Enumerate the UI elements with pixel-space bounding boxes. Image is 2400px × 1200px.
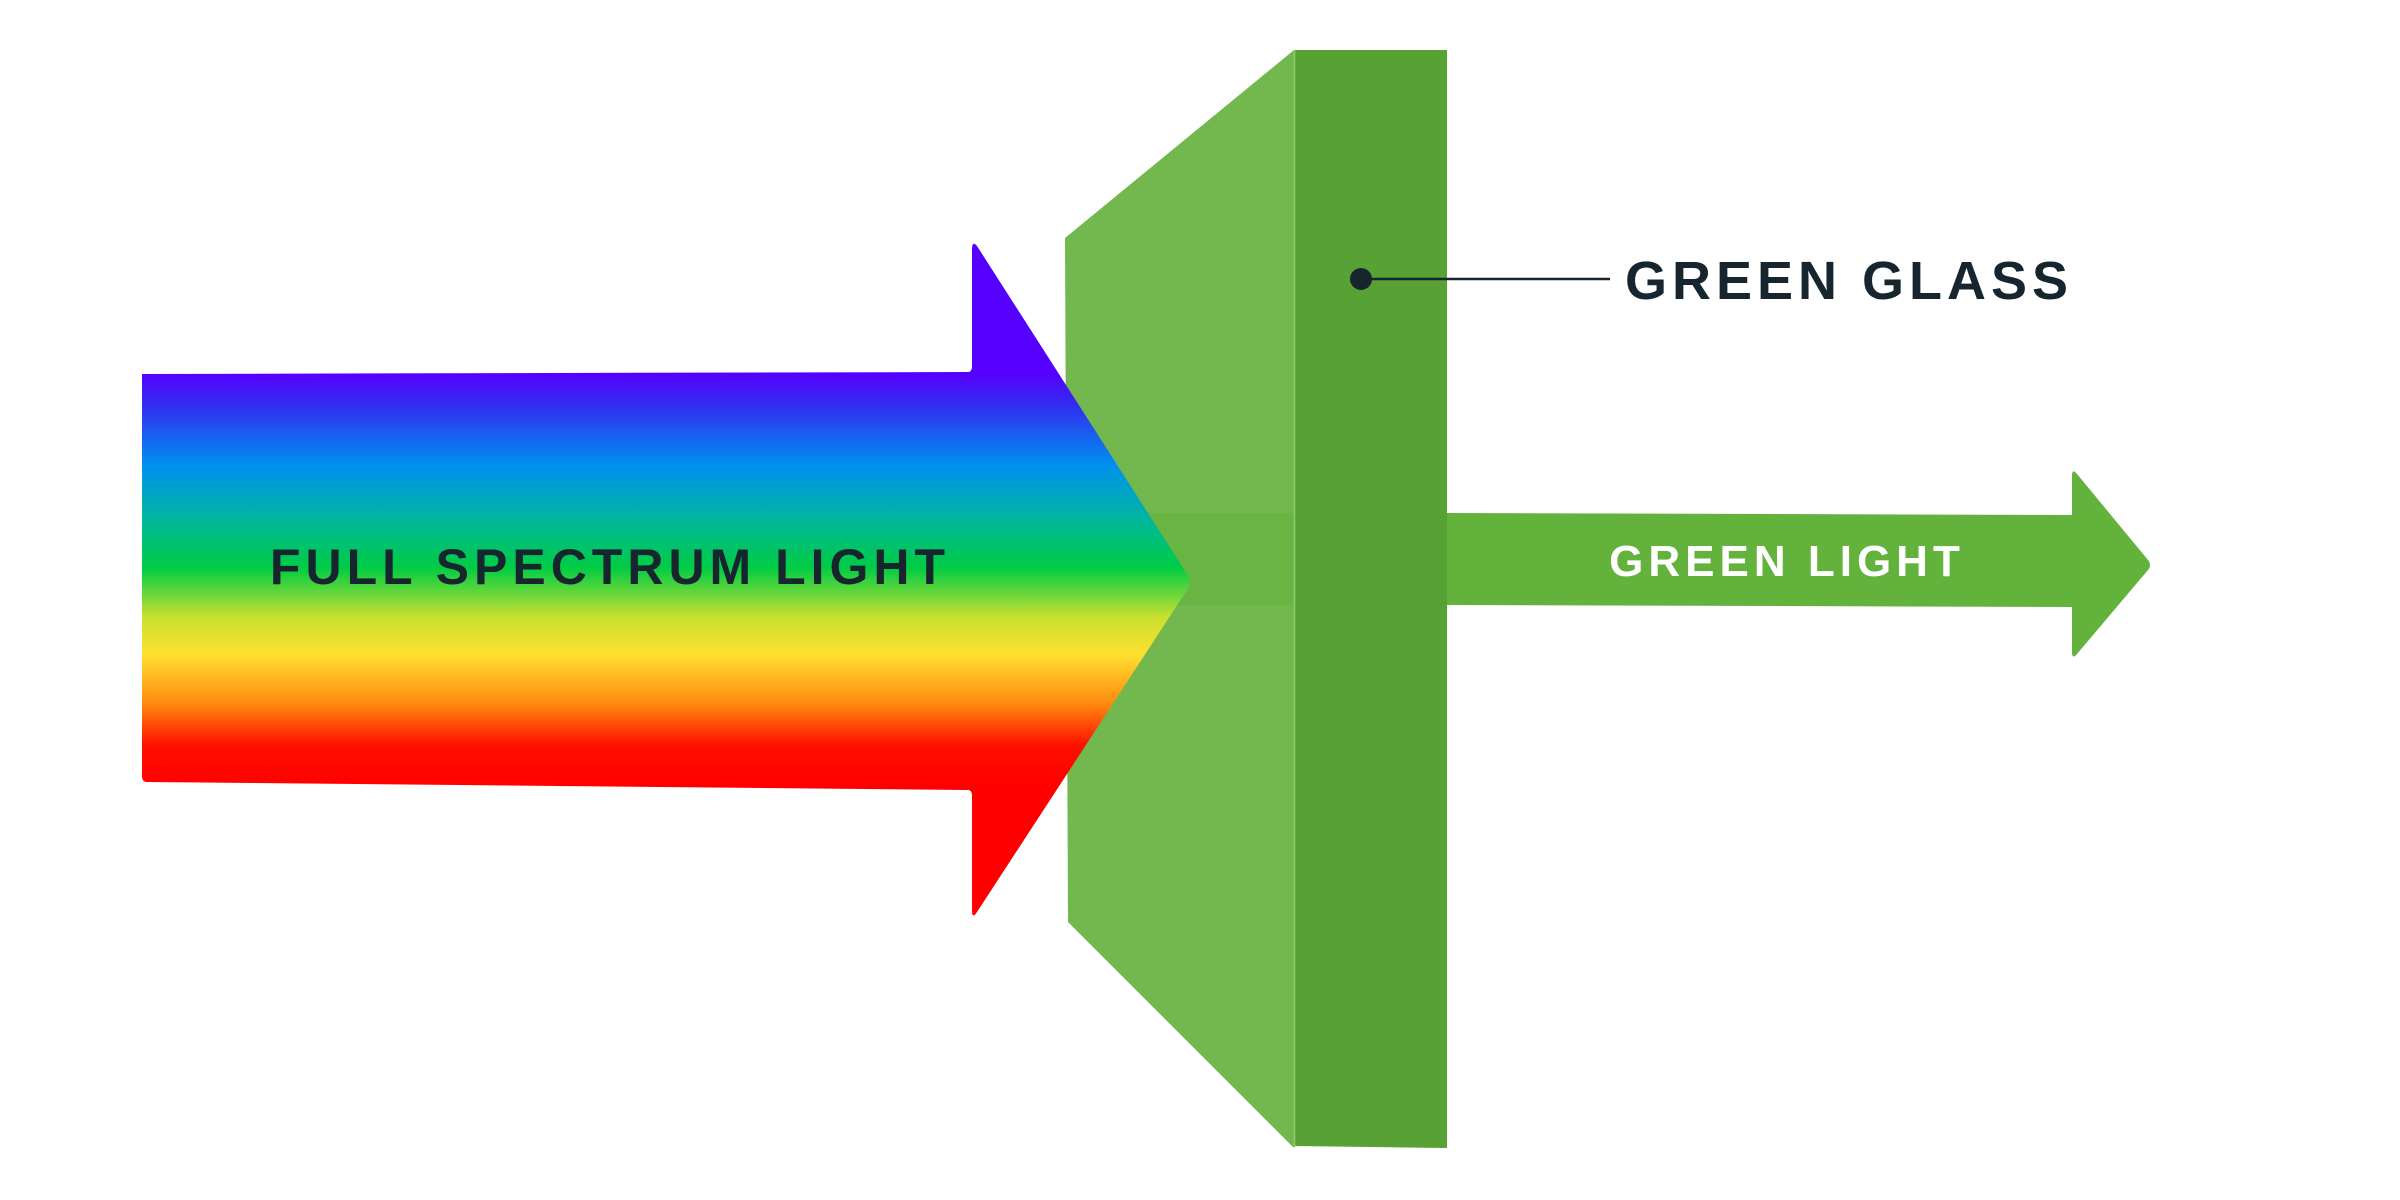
full-spectrum-label: FULL SPECTRUM LIGHT (270, 539, 950, 595)
green-light-label: GREEN LIGHT (1609, 537, 1965, 586)
full-spectrum-arrow (142, 243, 1190, 916)
green-light-arrow (1447, 471, 2150, 657)
green-glass-label: GREEN GLASS (1625, 251, 2073, 311)
callout-dot (1350, 268, 1372, 290)
glass-front-face (1294, 50, 1447, 1148)
